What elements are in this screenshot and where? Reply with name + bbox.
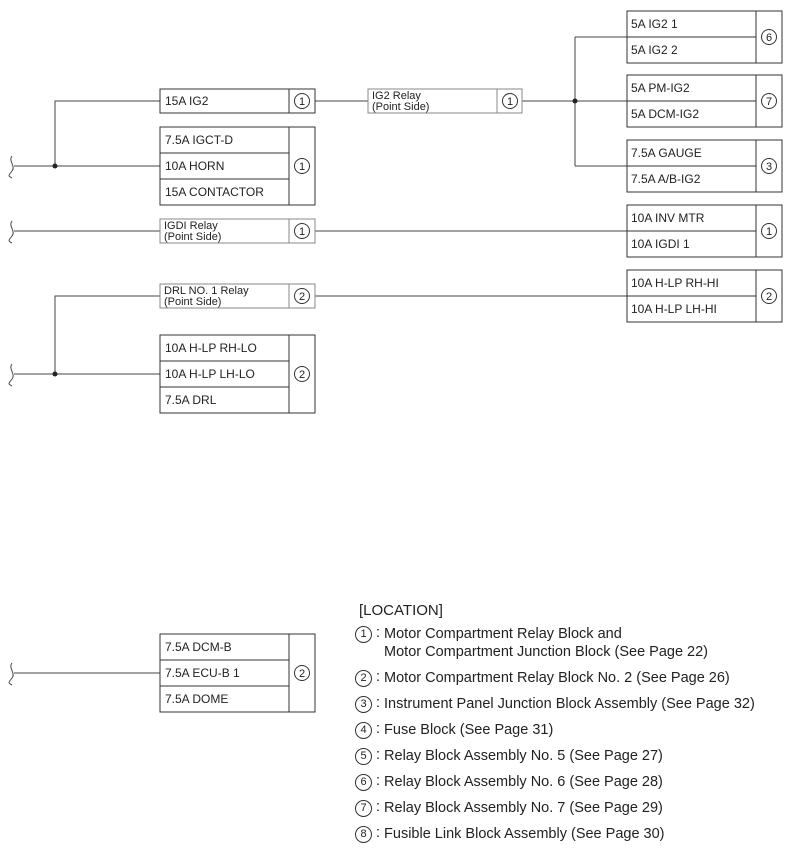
fuse-label: 10A H-LP RH-HI (631, 276, 719, 290)
location-number: 1 (299, 226, 305, 238)
fuse-label: 10A H-LP LH-HI (631, 302, 717, 316)
location-item: 5 : Relay Block Assembly No. 5 (See Page… (355, 747, 755, 773)
junction-dot (572, 98, 578, 104)
fuse-block-r2: 5A PM-IG2 5A DCM-IG2 7 (626, 74, 783, 128)
location-text: Relay Block Assembly No. 7 (See Page 29) (384, 800, 663, 816)
fuse-block-r5: 10A H-LP RH-HI 10A H-LP LH-HI 2 (626, 269, 783, 323)
location-number: 2 (766, 291, 772, 303)
location-number: 3 (355, 696, 372, 713)
relay-sub-label: (Point Side) (164, 231, 221, 243)
fuse-label: 7.5A A/B-IG2 (631, 172, 701, 186)
fuse-block-3: 7.5A DCM-B 7.5A ECU-B 1 7.5A DOME 2 (159, 633, 316, 713)
location-number: 6 (355, 774, 372, 791)
fuse-label: 5A DCM-IG2 (631, 107, 699, 121)
fuse-label: 10A IGDI 1 (631, 237, 690, 251)
fuse-label: 5A PM-IG2 (631, 81, 690, 95)
location-item: 1 : Motor Compartment Relay Block and Mo… (355, 625, 755, 669)
location-item: 2 : Motor Compartment Relay Block No. 2 … (355, 669, 755, 695)
location-number: 2 (299, 291, 305, 303)
wire-break-mark (8, 363, 14, 387)
location-item: 3 : Instrument Panel Junction Block Asse… (355, 695, 755, 721)
fuse-label: 7.5A GAUGE (631, 146, 702, 160)
location-number: 2 (355, 670, 372, 687)
location-text: Motor Compartment Relay Block No. 2 (See… (384, 670, 730, 686)
relay-label: IGDI Relay (164, 220, 218, 232)
location-number: 2 (299, 668, 305, 680)
location-item: 8 : Fusible Link Block Assembly (See Pag… (355, 825, 755, 851)
fuse-label: 15A IG2 (165, 94, 209, 108)
relay-igdi: IGDI Relay (Point Side) 1 (159, 218, 316, 244)
relay-ig2: IG2 Relay (Point Side) 1 (367, 88, 523, 114)
fuse-label: 7.5A ECU-B 1 (165, 666, 240, 680)
fuse-label: 7.5A DOME (165, 692, 228, 706)
fuse-block-2: 10A H-LP RH-LO 10A H-LP LH-LO 7.5A DRL 2 (159, 334, 316, 414)
relay-label: DRL NO. 1 Relay (164, 285, 249, 297)
location-text: Motor Compartment Junction Block (See Pa… (384, 644, 709, 660)
location-number: 1 (299, 96, 305, 108)
fuse-block-r1: 5A IG2 1 5A IG2 2 6 (626, 10, 783, 64)
fuse-label: 7.5A IGCT-D (165, 133, 233, 147)
relay-drl-no1: DRL NO. 1 Relay (Point Side) 2 (159, 283, 316, 309)
location-number: 1 (299, 161, 305, 173)
location-text: Fuse Block (See Page 31) (384, 722, 554, 738)
location-number: 1 (507, 96, 513, 108)
wire-break-mark (8, 155, 14, 179)
location-number: 6 (766, 32, 772, 44)
location-number: 1 (766, 226, 772, 238)
location-item: 6 : Relay Block Assembly No. 6 (See Page… (355, 773, 755, 799)
location-number: 7 (766, 96, 772, 108)
fuse-block-r3: 7.5A GAUGE 7.5A A/B-IG2 3 (626, 139, 783, 193)
location-text: Motor Compartment Relay Block and (384, 626, 622, 642)
location-item: 4 : Fuse Block (See Page 31) (355, 721, 755, 747)
location-number: 4 (355, 722, 372, 739)
location-text: Relay Block Assembly No. 6 (See Page 28) (384, 774, 663, 790)
location-title: [LOCATION] (359, 602, 443, 619)
wire-left-bus-3 (14, 295, 627, 375)
relay-label: IG2 Relay (372, 90, 421, 102)
fuse-label: 10A INV MTR (631, 211, 705, 225)
wire-break-mark (8, 662, 14, 686)
location-text: Instrument Panel Junction Block Assembly… (384, 696, 755, 712)
junction-dot (52, 163, 58, 169)
location-item: 7 : Relay Block Assembly No. 7 (See Page… (355, 799, 755, 825)
fuse-label: 10A H-LP RH-LO (165, 341, 257, 355)
location-number: 5 (355, 748, 372, 765)
junction-dot (52, 371, 58, 377)
fuse-label: 10A H-LP LH-LO (165, 367, 255, 381)
location-number: 8 (355, 826, 372, 843)
location-number: 7 (355, 800, 372, 817)
fuse-block-1: 7.5A IGCT-D 10A HORN 15A CONTACTOR 1 (159, 126, 316, 206)
location-text: Fusible Link Block Assembly (See Page 30… (384, 826, 665, 842)
wire-left-bus-1 (14, 100, 160, 167)
fuse-label: 5A IG2 1 (631, 17, 678, 31)
relay-sub-label: (Point Side) (372, 101, 429, 113)
fuse-label: 15A CONTACTOR (165, 185, 264, 199)
fuse-block-r4: 10A INV MTR 10A IGDI 1 1 (626, 204, 783, 258)
location-text: Relay Block Assembly No. 5 (See Page 27) (384, 748, 663, 764)
location-number: 2 (299, 369, 305, 381)
location-legend: 1 : Motor Compartment Relay Block and Mo… (355, 625, 755, 851)
location-number: 3 (766, 161, 772, 173)
fuse-label: 10A HORN (165, 159, 224, 173)
wire-break-mark (8, 220, 14, 244)
fuse-label: 7.5A DRL (165, 393, 217, 407)
location-number: 1 (355, 626, 372, 643)
relay-sub-label: (Point Side) (164, 296, 221, 308)
fuse-label: 5A IG2 2 (631, 43, 678, 57)
fuse-15a-ig2: 15A IG2 1 (159, 88, 316, 114)
fuse-label: 7.5A DCM-B (165, 640, 232, 654)
